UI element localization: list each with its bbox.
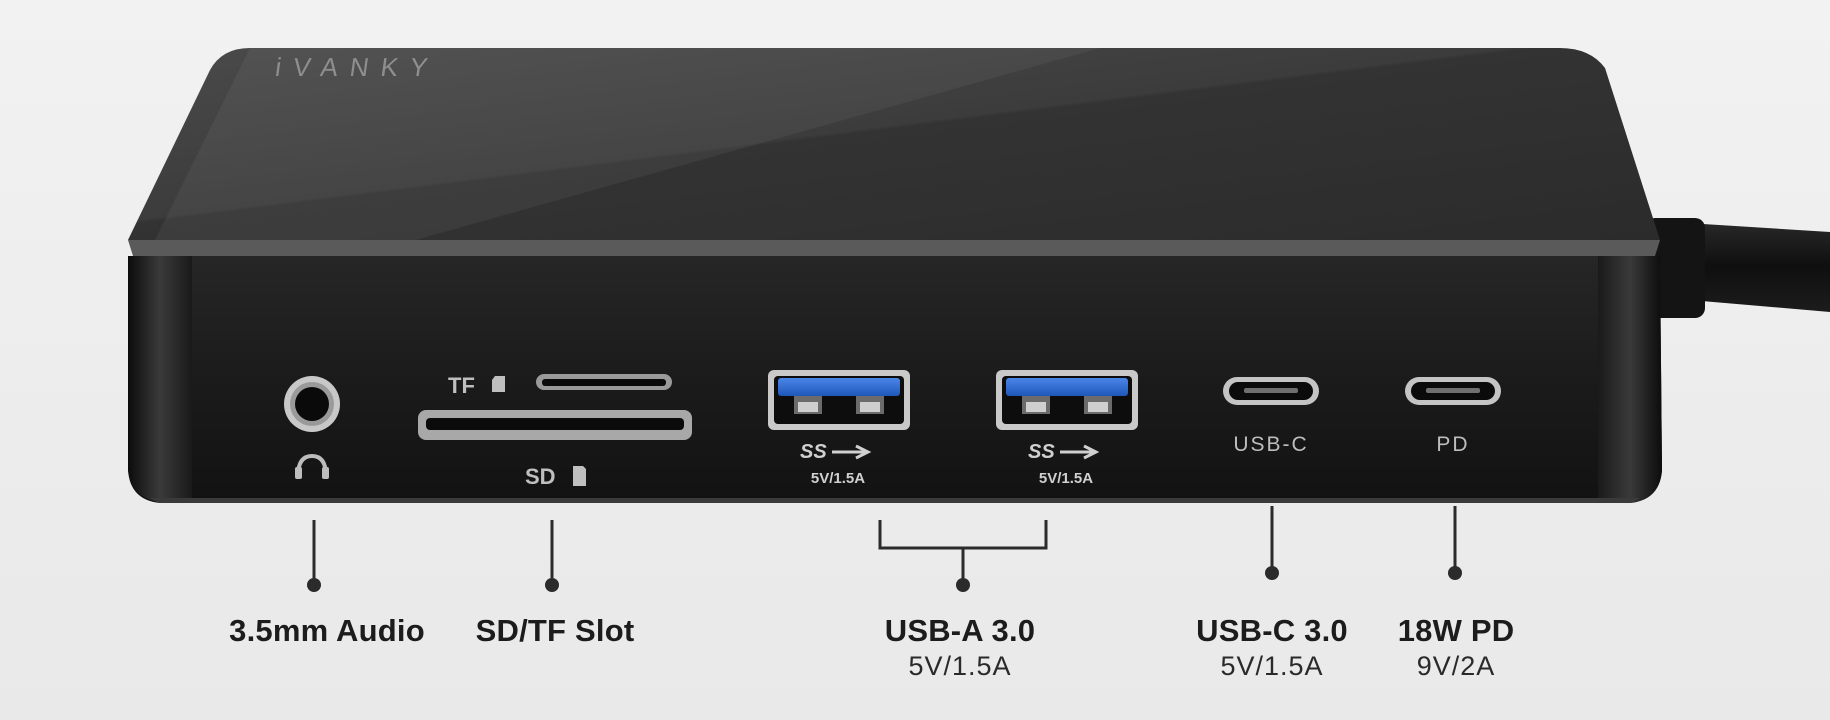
hub-top-surface xyxy=(128,48,1660,240)
callout-pd-detail: 9V/2A xyxy=(1416,651,1496,681)
superspeed-mark-left: SS xyxy=(800,441,827,463)
callout-sd-tf-title: SD/TF Slot xyxy=(475,613,635,648)
callout-audio: 3.5mm Audio xyxy=(229,614,425,648)
usb-a-port-right xyxy=(996,370,1138,430)
brand-logo: iVANKY xyxy=(273,52,441,82)
usb-c-marking: USB-C xyxy=(1233,433,1308,456)
usb-c-port xyxy=(1223,377,1319,405)
callout-pd: 18W PD 9V/2A xyxy=(1398,614,1515,682)
tf-marking: TF xyxy=(448,373,475,398)
usb-a-port-left xyxy=(768,370,910,430)
sd-marking: SD xyxy=(525,464,556,489)
callout-usb-c-title: USB-C 3.0 xyxy=(1196,613,1348,648)
callout-lines xyxy=(307,506,1462,592)
usb-trident-icon xyxy=(1060,444,1100,460)
audio-jack xyxy=(284,376,340,432)
tf-slot xyxy=(536,374,672,390)
headphone-icon xyxy=(295,453,329,479)
callout-sd-tf: SD/TF Slot xyxy=(476,614,635,648)
callout-usb-c: USB-C 3.0 5V/1.5A xyxy=(1196,614,1348,682)
pd-marking: PD xyxy=(1436,433,1469,456)
usb-a-rating-right: 5V/1.5A xyxy=(1039,470,1093,487)
usb-a-rating-left: 5V/1.5A xyxy=(811,470,865,487)
callout-usb-a: USB-A 3.0 5V/1.5A xyxy=(885,614,1036,682)
callout-usb-a-detail: 5V/1.5A xyxy=(908,651,1012,681)
microsd-card-icon xyxy=(492,376,505,392)
sd-slot xyxy=(418,410,692,440)
sd-card-icon xyxy=(573,466,586,486)
callout-usb-c-detail: 5V/1.5A xyxy=(1220,651,1324,681)
callout-usb-a-title: USB-A 3.0 xyxy=(884,613,1036,648)
superspeed-mark-right: SS xyxy=(1028,441,1055,463)
pd-port xyxy=(1405,377,1501,405)
usb-cable xyxy=(1640,218,1830,318)
callout-audio-title: 3.5mm Audio xyxy=(229,613,425,648)
callout-pd-title: 18W PD xyxy=(1397,613,1515,648)
usb-trident-icon xyxy=(832,444,872,460)
